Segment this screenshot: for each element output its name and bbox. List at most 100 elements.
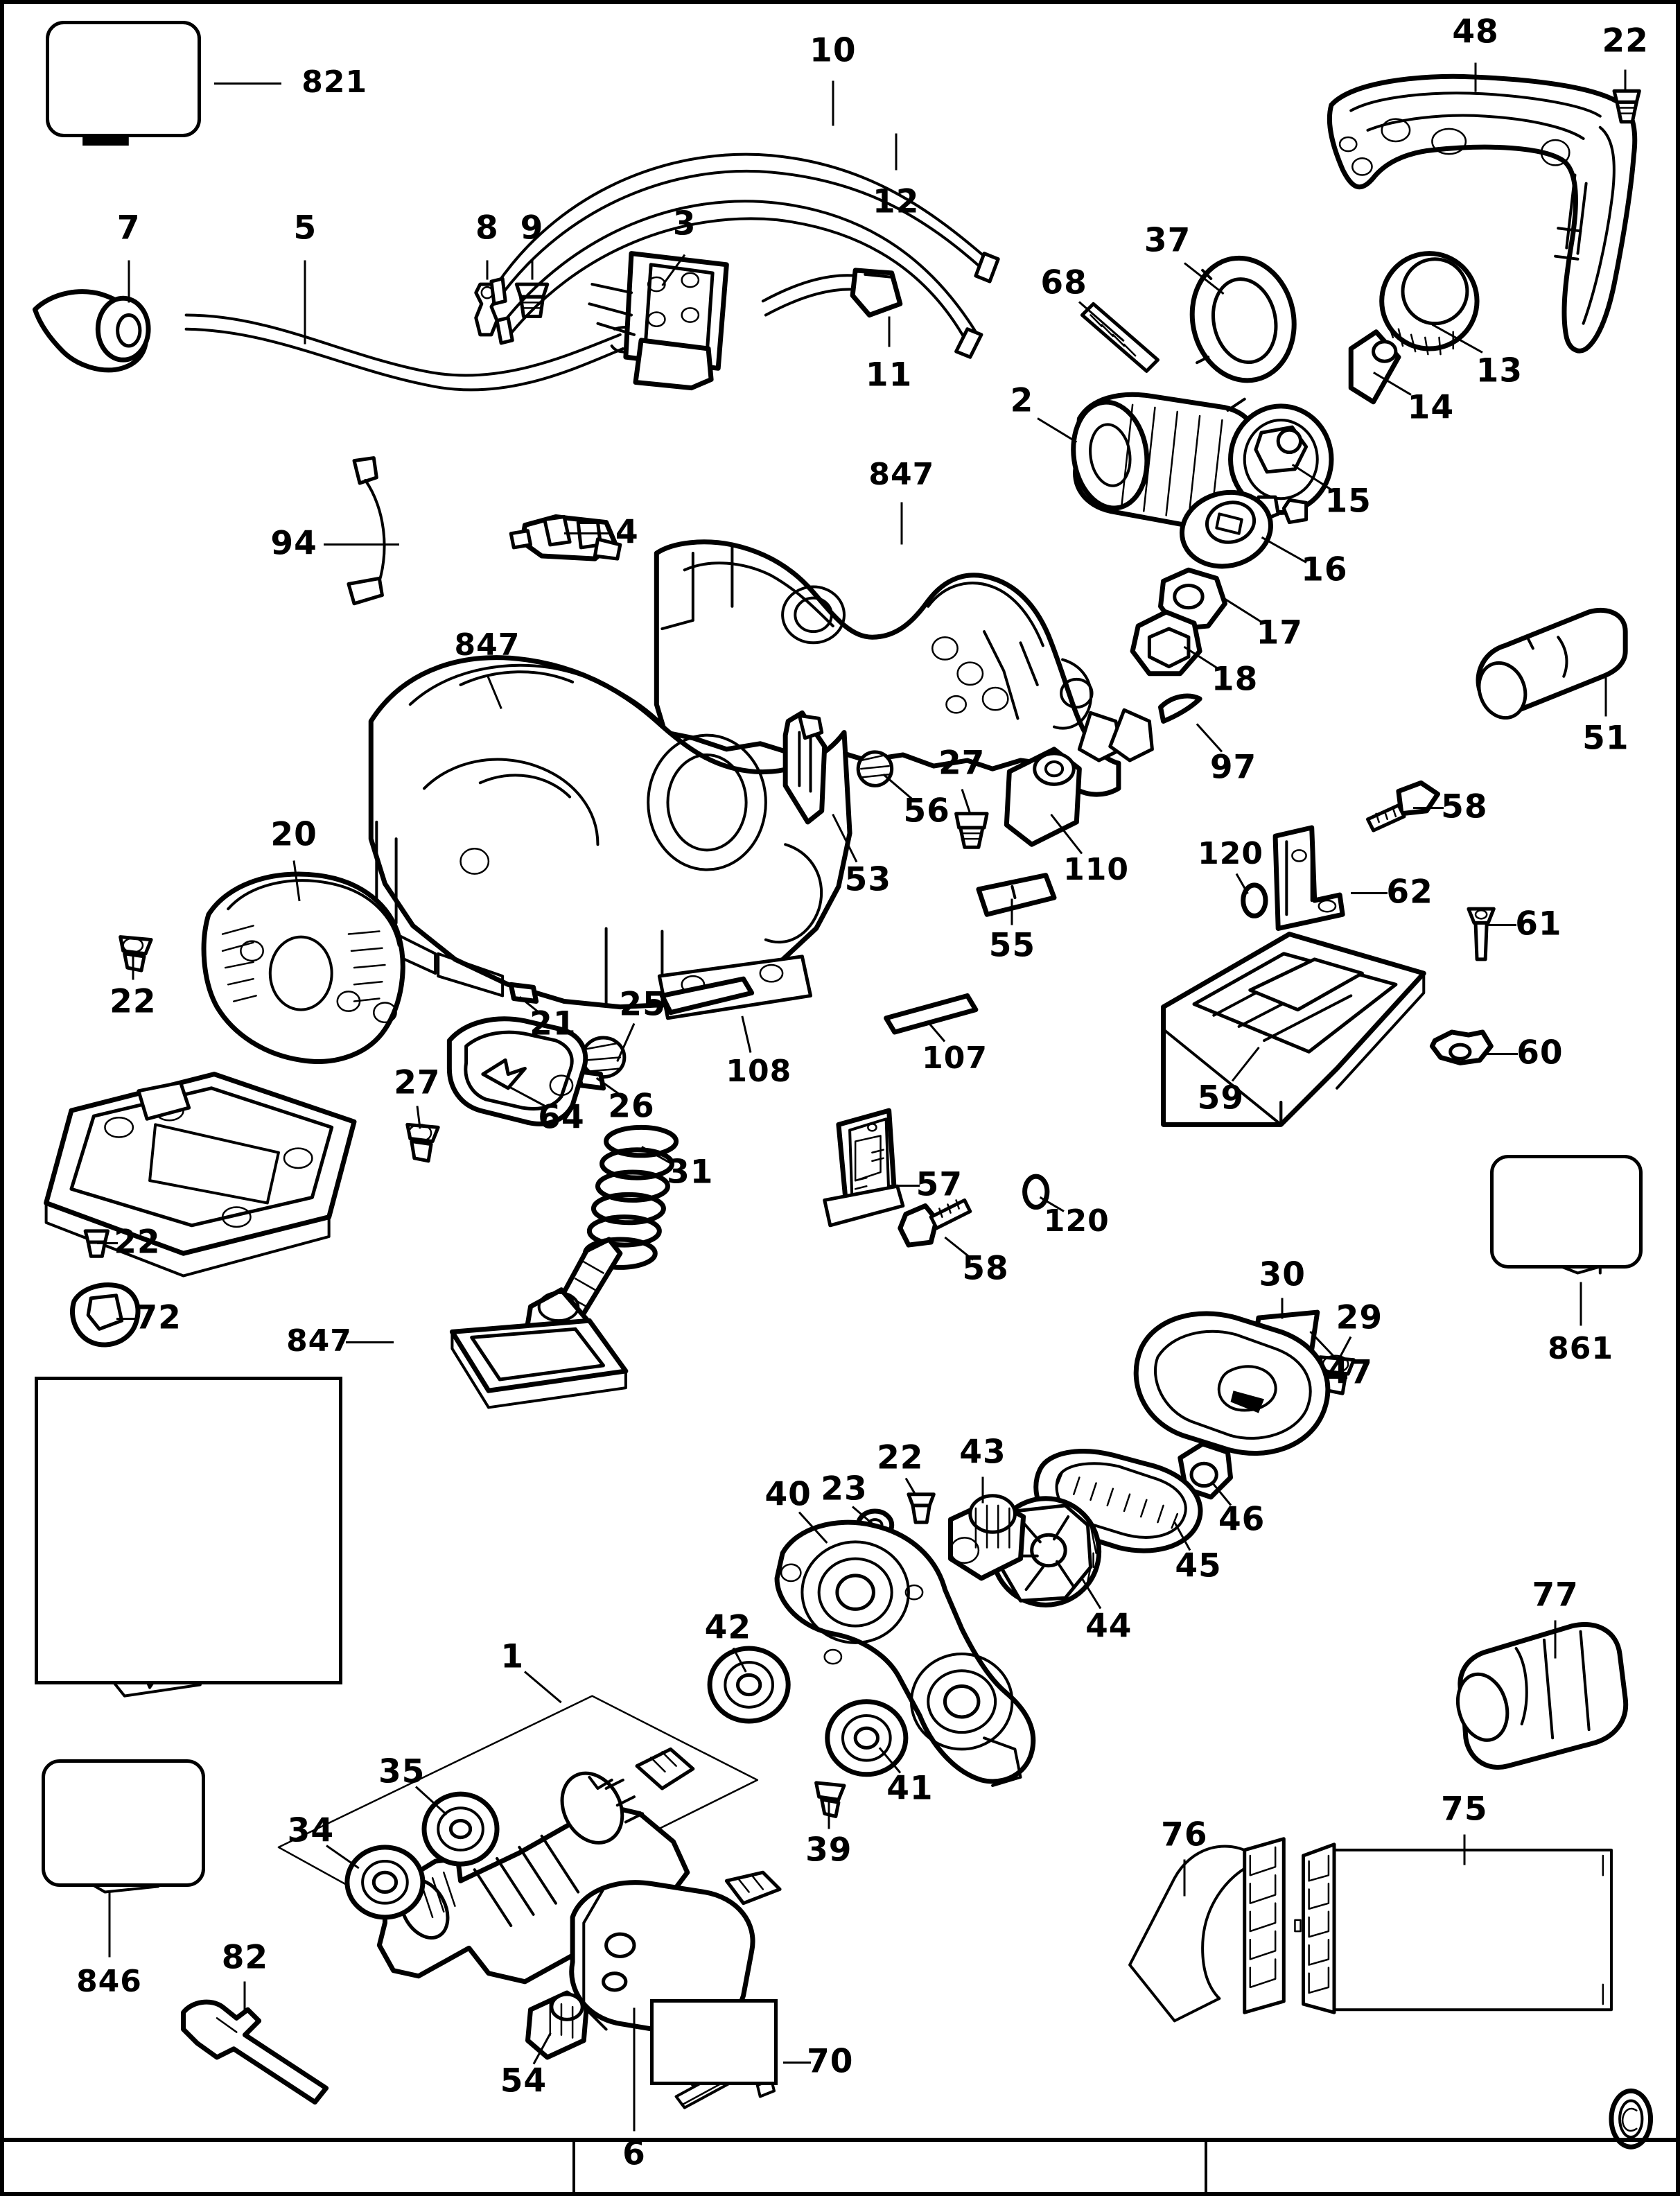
bearing-42 xyxy=(710,1648,788,1721)
part-callout-847: 847 xyxy=(286,1323,352,1359)
part-callout-40: 40 xyxy=(764,1475,812,1514)
wrench-82 xyxy=(184,2002,326,2102)
callout-leader-line xyxy=(828,1800,830,1829)
part-callout-20: 20 xyxy=(270,815,317,854)
part-callout-59: 59 xyxy=(1197,1079,1245,1117)
footer-divider xyxy=(572,2142,575,2192)
bar-107 xyxy=(886,995,976,1032)
callout-leader-line xyxy=(1485,1053,1518,1056)
part-callout-25: 25 xyxy=(619,985,666,1024)
part-callout-27: 27 xyxy=(394,1063,441,1102)
part-callout-47: 47 xyxy=(1326,1353,1373,1392)
part-callout-45: 45 xyxy=(1175,1546,1222,1585)
screw-22-left xyxy=(121,937,151,970)
part-callout-22: 22 xyxy=(1602,21,1649,60)
part-callout-17: 17 xyxy=(1256,613,1303,652)
part-callout-10: 10 xyxy=(810,31,857,70)
bushing-54 xyxy=(527,1993,586,2057)
part-callout-55: 55 xyxy=(988,926,1036,965)
oring-120-b xyxy=(1025,1176,1047,1207)
part-callout-44: 44 xyxy=(1085,1607,1132,1646)
callout-leader-line xyxy=(304,260,306,345)
gasket-37 xyxy=(1181,249,1305,390)
part-callout-53: 53 xyxy=(844,860,892,899)
fan-6 xyxy=(572,1872,780,2033)
part-callout-15: 15 xyxy=(1324,482,1372,521)
part-callout-72: 72 xyxy=(134,1298,182,1337)
armature-1 xyxy=(379,1749,692,1981)
callout-leader-line xyxy=(323,543,399,546)
inset-carry-case xyxy=(1490,1155,1643,1269)
belt-cover-47 xyxy=(1136,1314,1328,1454)
part-callout-12: 12 xyxy=(873,182,920,221)
bushing-110 xyxy=(1006,749,1079,844)
part-callout-4: 4 xyxy=(615,513,639,552)
callout-leader-line xyxy=(1281,1298,1284,1319)
screw-27-left xyxy=(408,1124,438,1161)
part-callout-54: 54 xyxy=(500,2062,548,2100)
screw-22-gear xyxy=(909,1494,934,1522)
part-callout-27: 27 xyxy=(938,744,986,783)
pin-21 xyxy=(511,984,536,1001)
plate-55 xyxy=(979,875,1054,915)
part-callout-70: 70 xyxy=(807,2042,854,2081)
inset-dust-bag xyxy=(42,1759,205,1887)
callout-leader-line xyxy=(981,1476,984,1504)
part-callout-5: 5 xyxy=(293,209,317,247)
part-callout-847: 847 xyxy=(868,456,935,492)
oring-120-a xyxy=(1243,885,1266,916)
part-callout-61: 61 xyxy=(1515,905,1562,943)
fence-59 xyxy=(1164,934,1424,1125)
callout-leader-line xyxy=(832,80,834,126)
bracket-62 xyxy=(1275,828,1342,928)
carbon-brush-14 xyxy=(1351,332,1399,402)
part-callout-847: 847 xyxy=(454,627,520,663)
bar-108 xyxy=(662,979,751,1012)
callout-leader-line xyxy=(895,134,898,171)
callout-leader-line xyxy=(1580,1282,1582,1326)
callout-leader-line xyxy=(1624,69,1627,92)
part-callout-110: 110 xyxy=(1063,851,1130,887)
spring-56 xyxy=(858,752,891,785)
part-callout-16: 16 xyxy=(1301,550,1348,589)
part-callout-107: 107 xyxy=(922,1040,988,1077)
part-callout-846: 846 xyxy=(76,1963,142,1999)
callout-leader-line xyxy=(1412,806,1444,809)
handle-cover-48 xyxy=(1329,76,1634,351)
part-callout-108: 108 xyxy=(726,1053,792,1089)
callout-leader-line xyxy=(1463,1834,1466,1865)
callout-leader-line xyxy=(1010,898,1013,925)
dust-elbow-76 xyxy=(1130,1839,1284,2021)
part-callout-14: 14 xyxy=(1407,388,1455,427)
part-callout-9: 9 xyxy=(520,209,544,247)
part-callout-77: 77 xyxy=(1532,1576,1579,1614)
callout-leader-line xyxy=(888,316,891,347)
part-callout-120: 120 xyxy=(1198,836,1263,872)
gearbox-40 xyxy=(777,1522,1033,1786)
callout-leader-line xyxy=(1183,1859,1186,1897)
part-callout-75: 75 xyxy=(1441,1790,1488,1829)
inset-assembly-overview xyxy=(35,1377,342,1684)
footer-strip xyxy=(4,2138,1676,2192)
inset-warning-label xyxy=(46,21,201,137)
part-callout-8: 8 xyxy=(475,209,499,247)
part-callout-23: 23 xyxy=(821,1470,868,1508)
dust-port-51 xyxy=(1471,610,1625,724)
part-callout-94: 94 xyxy=(270,524,317,563)
belt-cover-20 xyxy=(204,874,403,1061)
part-callout-43: 43 xyxy=(959,1433,1006,1472)
part-callout-6: 6 xyxy=(622,2134,646,2173)
lever-53 xyxy=(785,713,825,822)
wire-12 xyxy=(497,201,981,357)
part-callout-97: 97 xyxy=(1209,748,1257,787)
wing-bolt-58-a xyxy=(1367,783,1437,830)
part-callout-62: 62 xyxy=(1386,873,1433,912)
part-callout-2: 2 xyxy=(1010,381,1034,420)
power-cord-5 xyxy=(186,315,639,390)
gear-housing-847-upper xyxy=(656,542,1152,794)
callout-leader-line xyxy=(132,955,134,980)
guide-57 xyxy=(825,1110,903,1226)
exploded-diagram-artwork xyxy=(4,4,1680,2196)
footer-divider xyxy=(1205,2142,1207,2192)
